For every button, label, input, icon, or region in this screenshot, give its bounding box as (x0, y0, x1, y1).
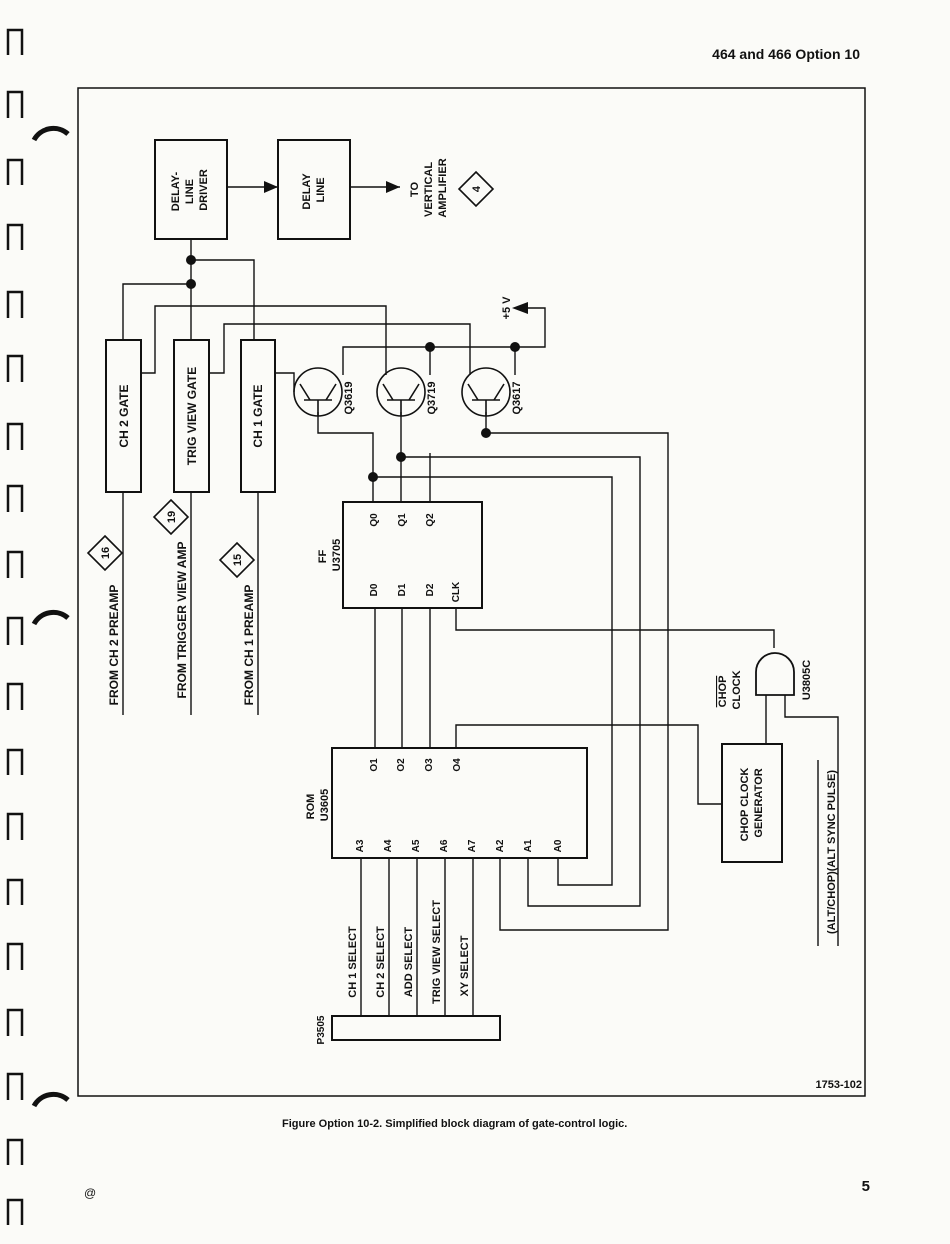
chop-clock-gen-label-2: GENERATOR (753, 768, 765, 837)
punch-hole-marks (31, 125, 70, 1108)
ff-pin-q0: Q0 (369, 513, 380, 527)
ch2-gate-block (105, 339, 142, 493)
rom-in-a6: A6 (439, 839, 450, 852)
figure-frame (77, 87, 866, 1097)
delay-line-driver-label-3: DRIVER (198, 169, 210, 211)
ff-pin-d0: D0 (369, 583, 380, 596)
delay-line-label-1: DELAY (301, 173, 313, 210)
plus5v-label: +5 V (501, 296, 513, 320)
vertical-ref-diamond (457, 170, 495, 208)
transistor-q3619 (293, 367, 343, 417)
trig-view-ref-diamond (152, 498, 190, 536)
delay-line-label-2: LINE (315, 177, 327, 202)
clock-label: CLOCK (731, 670, 743, 709)
binder-holes (6, 28, 24, 1225)
rom-in-a7: A7 (467, 839, 478, 852)
delay-line-driver-block (154, 139, 228, 240)
chop-clock-generator-block (721, 743, 783, 863)
rom-label: ROM (305, 794, 317, 820)
to-vertical-label-3: AMPLIFIER (437, 158, 449, 217)
arrow-to-amplifier (386, 181, 400, 193)
ch2-preamp-ref: 16 (100, 547, 112, 559)
ch1-gate-block (240, 339, 276, 493)
arrow-to-delay-line (264, 181, 278, 193)
rom-out-o3: O3 (424, 758, 435, 772)
rom-in-a1: A1 (523, 839, 534, 852)
ff-label: FF (317, 550, 329, 564)
delay-line-driver-label-1: DELAY- (170, 172, 182, 212)
p3505-label: P3505 (316, 1015, 327, 1044)
ch2-gate-label: CH 2 GATE (117, 384, 131, 447)
svg-text:CHOP CLOCK: CHOP CLOCK (717, 670, 743, 709)
and-gate-u3805c (755, 652, 795, 696)
page-number: 5 (861, 1178, 870, 1195)
trig-view-ref: 19 (166, 511, 178, 523)
trig-view-amp-label: FROM TRIGGER VIEW AMP (175, 542, 189, 699)
select-xy: XY SELECT (459, 935, 471, 996)
select-trig-view: TRIG VIEW SELECT (431, 900, 443, 1004)
alt-chop-label: (ALT/CHOP)(ALT SYNC PULSE) (826, 770, 838, 934)
select-ch2: CH 2 SELECT (375, 926, 387, 998)
arrow-plus5v (512, 302, 528, 314)
rom-in-a0: A0 (553, 839, 564, 852)
q3619-label: Q3619 (343, 381, 355, 414)
copyright-mark: @ (84, 1186, 97, 1200)
u3805c-label: U3805C (801, 660, 813, 700)
delay-line-block (277, 139, 351, 240)
rom-in-a3: A3 (355, 839, 366, 852)
svg-text:DELAY LINE: DELAY LINE (301, 170, 327, 209)
page-header: 464 and 466 Option 10 (712, 46, 860, 62)
q3719-label: Q3719 (426, 381, 438, 414)
select-ch1: CH 1 SELECT (347, 926, 359, 998)
rom-part-label: U3605 (319, 789, 331, 821)
to-vertical-label-1: TO (409, 182, 421, 198)
rom-out-o2: O2 (396, 758, 407, 772)
svg-text:DELAY- LINE DRIVER: DELAY- LINE DRIVER (170, 169, 210, 211)
chop-clock-gen-label-1: CHOP CLOCK (739, 768, 751, 842)
svg-text:CHOP CLOCK GENERATOR: CHOP CLOCK GENERATOR (739, 765, 765, 842)
ff-pin-d1: D1 (397, 583, 408, 596)
rom-out-o4: O4 (452, 758, 463, 772)
transistor-q3719 (376, 367, 426, 417)
trig-view-gate-label: TRIG VIEW GATE (185, 367, 199, 465)
svg-text:ROM U3605: ROM U3605 (305, 789, 331, 821)
ch1-preamp-label: FROM CH 1 PREAMP (242, 585, 256, 706)
delay-line-driver-label-2: LINE (184, 179, 196, 204)
transistor-q3617 (461, 367, 511, 417)
rom-out-o1: O1 (369, 758, 380, 772)
rom-in-a2: A2 (495, 839, 506, 852)
svg-text:TO VERTICAL AMPLIFIER: TO VERTICAL AMPLIFIER (409, 158, 449, 217)
chop-label: CHOP (717, 676, 729, 708)
to-vertical-label-2: VERTICAL (423, 162, 435, 217)
figure-id: 1753-102 (816, 1079, 863, 1091)
ff-pin-clk: CLK (451, 581, 462, 602)
ff-part-label: U3705 (331, 539, 343, 571)
trig-view-gate-block (173, 339, 210, 493)
ch1-preamp-ref: 15 (232, 554, 244, 566)
ff-pin-q2: Q2 (425, 513, 436, 527)
ff-u3705-block (342, 501, 483, 609)
rom-in-a5: A5 (411, 839, 422, 852)
rom-in-a4: A4 (383, 839, 394, 852)
q3617-label: Q3617 (511, 381, 523, 414)
ch2-preamp-ref-diamond (86, 534, 124, 572)
ch1-gate-label: CH 1 GATE (251, 384, 265, 447)
ch1-preamp-ref-diamond (218, 541, 256, 579)
rom-u3605-block (331, 747, 588, 859)
ff-pin-d2: D2 (425, 583, 436, 596)
ch2-preamp-label: FROM CH 2 PREAMP (107, 585, 121, 706)
figure-caption: Figure Option 10-2. Simplified block dia… (282, 1118, 628, 1130)
select-add: ADD SELECT (403, 927, 415, 998)
vertical-ref-number: 4 (471, 185, 483, 192)
ff-pin-q1: Q1 (397, 513, 408, 527)
junction-dots (186, 255, 520, 482)
p3505-connector (331, 1015, 501, 1041)
svg-text:FF U3705: FF U3705 (317, 539, 343, 571)
